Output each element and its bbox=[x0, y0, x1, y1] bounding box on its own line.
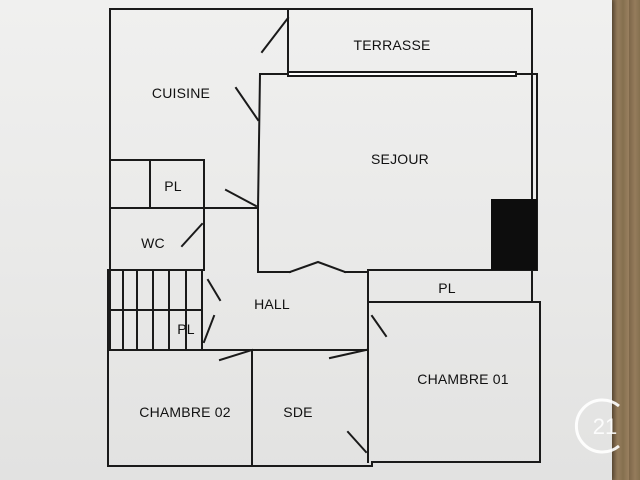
door-chambre-02 bbox=[218, 348, 254, 362]
room-label-pl-stairs: PL bbox=[177, 321, 195, 337]
window-terrasse bbox=[287, 71, 517, 77]
outer-wall bbox=[107, 8, 541, 467]
door-sde bbox=[346, 430, 368, 454]
room-label-wc: WC bbox=[141, 235, 165, 251]
room-label-sejour: SEJOUR bbox=[371, 151, 429, 167]
room-label-cuisine: CUISINE bbox=[151, 85, 211, 101]
room-label-pl-top: PL bbox=[164, 178, 182, 194]
door-sde-top bbox=[328, 348, 368, 360]
logo-text: 21 bbox=[593, 414, 617, 439]
wall-cuisine bbox=[260, 16, 290, 54]
wall-lower bbox=[107, 349, 369, 467]
door-wc bbox=[180, 222, 204, 248]
wall-sejour bbox=[256, 72, 538, 273]
door-stairs bbox=[206, 278, 222, 302]
room-label-chambre-01: CHAMBRE 01 bbox=[417, 371, 509, 387]
door-sejour bbox=[288, 260, 347, 274]
room-label-chambre-02: CHAMBRE 02 bbox=[139, 404, 231, 420]
door-pl-stairs bbox=[202, 314, 216, 344]
room-label-hall: HALL bbox=[254, 296, 290, 312]
fireplace-block bbox=[491, 199, 537, 270]
room-label-sde: SDE bbox=[283, 404, 313, 420]
wall-wc bbox=[109, 159, 259, 271]
wall-pl-right bbox=[367, 269, 538, 351]
room-label-pl-right: PL bbox=[438, 280, 456, 296]
door-pl-top bbox=[224, 188, 258, 208]
door-cuisine bbox=[234, 86, 260, 122]
room-label-terrasse: TERRASSE bbox=[353, 37, 431, 53]
stairs-steps bbox=[109, 269, 203, 351]
door-chambre-01 bbox=[370, 314, 388, 338]
century-21-logo: 21 bbox=[574, 398, 620, 454]
